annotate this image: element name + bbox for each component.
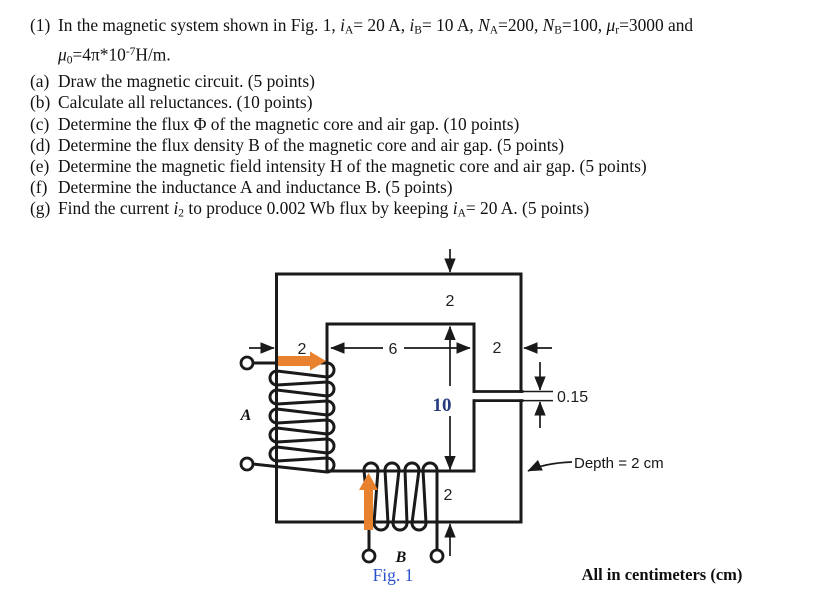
- item-marker: (d): [30, 134, 51, 155]
- item-text: In the magnetic system shown in Fig. 1, …: [58, 15, 694, 66]
- item-marker: (e): [30, 155, 50, 176]
- depth-label: Depth = 2 cm: [574, 455, 664, 472]
- item-marker: (1): [30, 15, 51, 35]
- problem-item-b: (b) Calculate all reluctances. (10 points…: [30, 92, 810, 113]
- problem-item-c: (c) Determine the flux Φ of the magnetic …: [30, 114, 810, 135]
- problem-list: (1) In the magnetic system shown in Fig. …: [30, 15, 810, 225]
- current-arrow-a-icon: [278, 351, 326, 371]
- current-arrow-b-icon: [359, 473, 378, 530]
- coil-b-winding: [362, 461, 439, 551]
- item-marker: (c): [30, 113, 50, 134]
- item-text: Draw the magnetic circuit. (5 points): [58, 71, 315, 92]
- dim-label-window-height: 10: [433, 395, 452, 416]
- problem-item-f: (f) Determine the inductance A and induct…: [30, 177, 810, 198]
- problem-item-e: (e) Determine the magnetic field intensit…: [30, 156, 810, 177]
- item-marker: (b): [30, 92, 51, 113]
- coil-b-terminal-right: [429, 548, 445, 564]
- coil-b: [361, 461, 445, 564]
- dim-label-window-width: 6: [389, 341, 398, 358]
- units-note: All in centimeters (cm): [582, 565, 743, 584]
- dim-label-bottom: 2: [444, 487, 453, 504]
- dim-label-right: 2: [493, 340, 502, 357]
- item-marker: (a): [30, 71, 50, 92]
- figure-caption: Fig. 1: [373, 565, 414, 585]
- item-text: Determine the flux density B of the magn…: [58, 134, 565, 155]
- problem-item-g: (g) Find the current i2 to produce 0.002 …: [30, 198, 810, 225]
- coil-a-terminal-bottom: [239, 456, 255, 472]
- item-marker: (f): [30, 177, 48, 198]
- air-gap: [470, 392, 526, 400]
- item-marker: (g): [30, 198, 51, 219]
- dim-label-top: 2: [446, 293, 455, 310]
- problem-item-a: (a) Draw the magnetic circuit. (5 points): [30, 71, 810, 92]
- dimension-lines: [249, 249, 573, 556]
- coil-a-terminal-top: [239, 355, 255, 371]
- item-text: Determine the flux Φ of the magnetic cor…: [58, 113, 520, 134]
- coil-a-winding: [251, 361, 336, 474]
- coil-a-label: A: [240, 407, 252, 424]
- item-text: Determine the magnetic field intensity H…: [58, 155, 647, 176]
- coil-b-label: B: [395, 549, 407, 566]
- problem-item-1: (1) In the magnetic system shown in Fig. …: [30, 15, 810, 71]
- coil-a: [239, 355, 336, 474]
- dim-label-left: 2: [298, 341, 307, 358]
- depth-leader-line: [527, 459, 573, 472]
- dim-label-air-gap: 0.15: [557, 389, 588, 406]
- problem-item-d: (d) Determine the flux density B of the m…: [30, 135, 810, 156]
- item-text: Calculate all reluctances. (10 points): [58, 92, 313, 113]
- coil-b-terminal-left: [361, 548, 377, 564]
- core-window-outline: [325, 322, 476, 473]
- item-text: Determine the inductance A and inductanc…: [58, 177, 453, 198]
- magnetic-core: [275, 272, 553, 524]
- item-text: Find the current i2 to produce 0.002 Wb …: [58, 198, 590, 220]
